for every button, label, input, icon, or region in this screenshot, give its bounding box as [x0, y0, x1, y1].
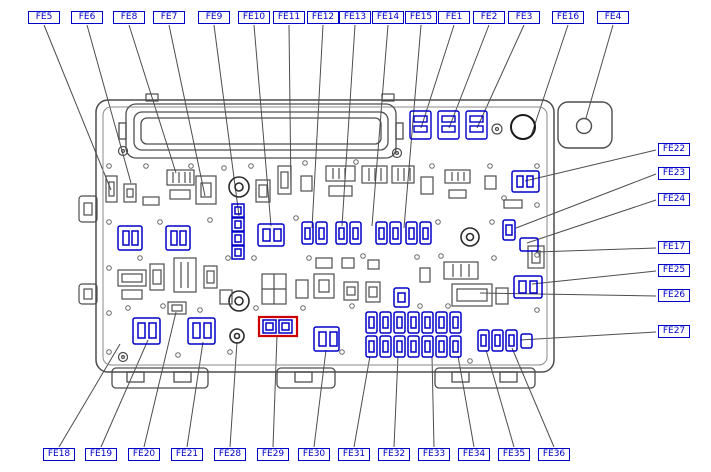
callout-fe9[interactable]: FE9: [198, 11, 230, 24]
callout-fe5[interactable]: FE5: [28, 11, 60, 24]
callout-fe14[interactable]: FE14: [372, 11, 404, 24]
callout-fe21[interactable]: FE21: [171, 448, 203, 461]
callout-fe2[interactable]: FE2: [473, 11, 505, 24]
screw-top: [491, 123, 503, 135]
callout-fe36[interactable]: FE36: [538, 448, 570, 461]
round-connector: [510, 114, 536, 140]
callout-fe25[interactable]: FE25: [658, 264, 690, 277]
vertical-fuse-strip: [231, 203, 245, 260]
callout-fe13[interactable]: FE13: [339, 11, 371, 24]
top-connector-slot: [118, 103, 404, 159]
callout-fe23[interactable]: FE23: [658, 167, 690, 180]
left-mounting-tab: [78, 195, 98, 305]
callout-fe28[interactable]: FE28: [214, 448, 246, 461]
bolt-terminals: [228, 176, 480, 344]
callout-fe1[interactable]: FE1: [438, 11, 470, 24]
callout-fe35[interactable]: FE35: [498, 448, 530, 461]
callout-fe18[interactable]: FE18: [43, 448, 75, 461]
bottom-mini-fuse-grid: [365, 311, 462, 358]
callout-fe11[interactable]: FE11: [273, 11, 305, 24]
callout-fe33[interactable]: FE33: [418, 448, 450, 461]
callout-fe19[interactable]: FE19: [85, 448, 117, 461]
bottom-right-fuse-group: [477, 329, 533, 352]
callout-fe12[interactable]: FE12: [307, 11, 339, 24]
callout-fe10[interactable]: FE10: [238, 11, 270, 24]
callout-fe31[interactable]: FE31: [338, 448, 370, 461]
rivet-holes: [106, 159, 540, 364]
callout-fe3[interactable]: FE3: [508, 11, 540, 24]
relay-connectors: [409, 110, 488, 140]
callout-fe16[interactable]: FE16: [552, 11, 584, 24]
fuse-box-body-outline: [78, 93, 555, 389]
callout-fe26[interactable]: FE26: [658, 289, 690, 302]
highlighted-fuse: [257, 315, 299, 338]
bottom-connector-tabs: [111, 367, 536, 389]
callout-fe22[interactable]: FE22: [658, 143, 690, 156]
callout-fe6[interactable]: FE6: [71, 11, 103, 24]
callout-fe17[interactable]: FE17: [658, 241, 690, 254]
callout-fe20[interactable]: FE20: [128, 448, 160, 461]
mid-mini-fuse-row: [301, 221, 432, 245]
callout-fe4[interactable]: FE4: [597, 11, 629, 24]
callout-fe8[interactable]: FE8: [113, 11, 145, 24]
mounting-bracket: [557, 101, 613, 149]
callout-fe15[interactable]: FE15: [405, 11, 437, 24]
screws: [117, 145, 403, 363]
blue-fuses-and-relays: [117, 170, 543, 358]
callout-fe29[interactable]: FE29: [257, 448, 289, 461]
callout-fe7[interactable]: FE7: [153, 11, 185, 24]
callout-fe32[interactable]: FE32: [378, 448, 410, 461]
callout-fe34[interactable]: FE34: [458, 448, 490, 461]
callout-fe24[interactable]: FE24: [658, 193, 690, 206]
callout-fe30[interactable]: FE30: [298, 448, 330, 461]
grey-components: [105, 165, 545, 315]
callout-fe27[interactable]: FE27: [658, 325, 690, 338]
